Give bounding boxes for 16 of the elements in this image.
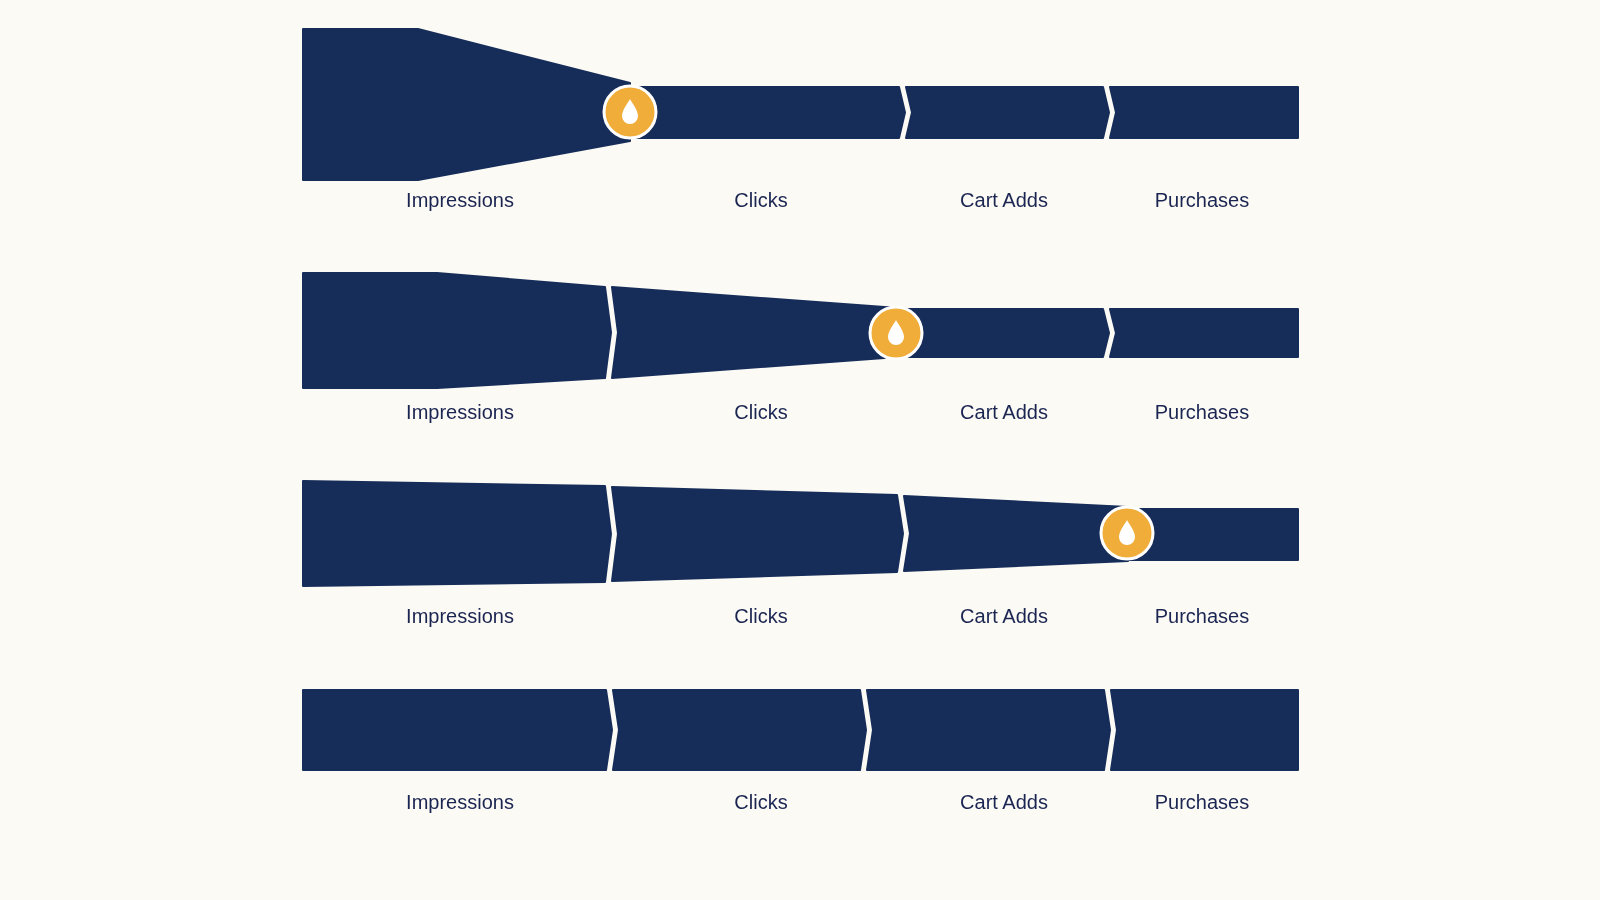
stage-label: Clicks: [734, 604, 788, 628]
stage-label: Impressions: [406, 188, 514, 212]
stage-label: Cart Adds: [960, 400, 1048, 424]
stage-label: Purchases: [1154, 604, 1250, 628]
stage-label: Cart Adds: [960, 790, 1048, 814]
stage-label: Clicks: [734, 400, 788, 424]
stage-label: Impressions: [406, 400, 514, 424]
stage-label: Cart Adds: [960, 604, 1048, 628]
stage-label: Clicks: [734, 790, 788, 814]
stage-label: Clicks: [734, 188, 788, 212]
stage-label: Impressions: [406, 604, 514, 628]
stage-label: Purchases: [1154, 790, 1250, 814]
stage-label: Cart Adds: [960, 188, 1048, 212]
stage-label: Impressions: [406, 790, 514, 814]
stage-label: Purchases: [1154, 188, 1250, 212]
stage-label: Purchases: [1154, 400, 1250, 424]
